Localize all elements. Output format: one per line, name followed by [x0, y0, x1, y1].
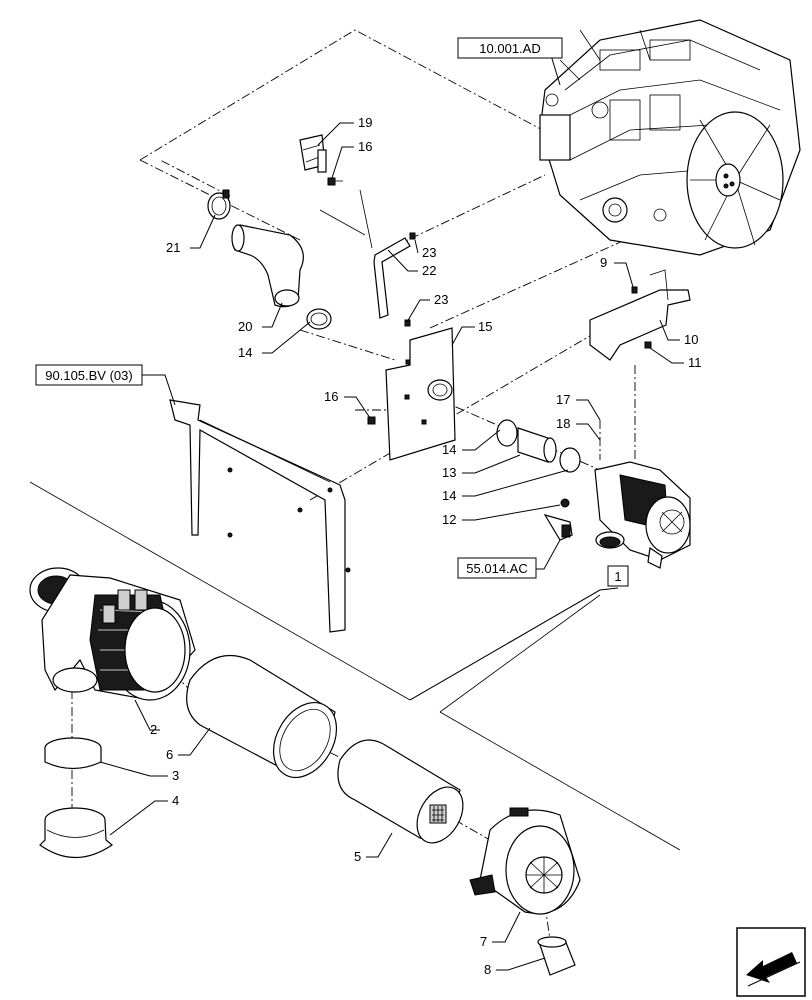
ref-box-engine[interactable]: 10.001.AD [457, 37, 563, 59]
callout-13[interactable]: 13 [442, 465, 456, 480]
bracket-plate [367, 327, 456, 461]
support-bracket [589, 269, 691, 361]
callout-23[interactable]: 23 [422, 245, 436, 260]
callout-21[interactable]: 21 [166, 240, 180, 255]
callout-15[interactable]: 15 [478, 319, 492, 334]
callout-23[interactable]: 23 [434, 292, 448, 307]
ref-sensor-label: 55.014.AC [466, 561, 527, 576]
ref-engine-label: 10.001.AD [479, 41, 540, 56]
frame-panel [169, 399, 351, 633]
callout-16[interactable]: 16 [324, 389, 338, 404]
callout-2[interactable]: 2 [150, 722, 157, 737]
air-filter-exploded [29, 567, 581, 976]
ref-box-assembly[interactable]: 1 [607, 565, 629, 587]
callout-5[interactable]: 5 [354, 849, 361, 864]
callout-14[interactable]: 14 [442, 442, 456, 457]
callout-22[interactable]: 22 [422, 263, 436, 278]
ref-assembly-label: 1 [614, 569, 621, 584]
assembly-guide-lines [71, 29, 636, 941]
callout-labels: 19 16 21 22 23 23 20 14 15 9 10 11 16 17… [150, 115, 702, 977]
callout-12[interactable]: 12 [442, 512, 456, 527]
callout-16[interactable]: 16 [358, 139, 372, 154]
ref-box-frame[interactable]: 90.105.BV (03) [35, 364, 143, 386]
callout-6[interactable]: 6 [166, 747, 173, 762]
callout-14[interactable]: 14 [238, 345, 252, 360]
callout-18[interactable]: 18 [556, 416, 570, 431]
callout-8[interactable]: 8 [484, 962, 491, 977]
callout-3[interactable]: 3 [172, 768, 179, 783]
callout-11[interactable]: 11 [688, 355, 702, 370]
hose-group [207, 134, 416, 330]
leader-lines [99, 51, 684, 971]
engine-illustration [539, 19, 801, 256]
callout-20[interactable]: 20 [238, 319, 252, 334]
callout-14[interactable]: 14 [442, 488, 456, 503]
callout-9[interactable]: 9 [600, 255, 607, 270]
callout-4[interactable]: 4 [172, 793, 179, 808]
callout-7[interactable]: 7 [480, 934, 487, 949]
callout-17[interactable]: 17 [556, 392, 570, 407]
air-filter-small [496, 419, 691, 569]
callout-19[interactable]: 19 [358, 115, 372, 130]
callout-10[interactable]: 10 [684, 332, 698, 347]
ref-box-sensor[interactable]: 55.014.AC [457, 557, 537, 579]
ref-frame-label: 90.105.BV (03) [45, 368, 132, 383]
arrow-left-icon[interactable] [736, 927, 806, 997]
